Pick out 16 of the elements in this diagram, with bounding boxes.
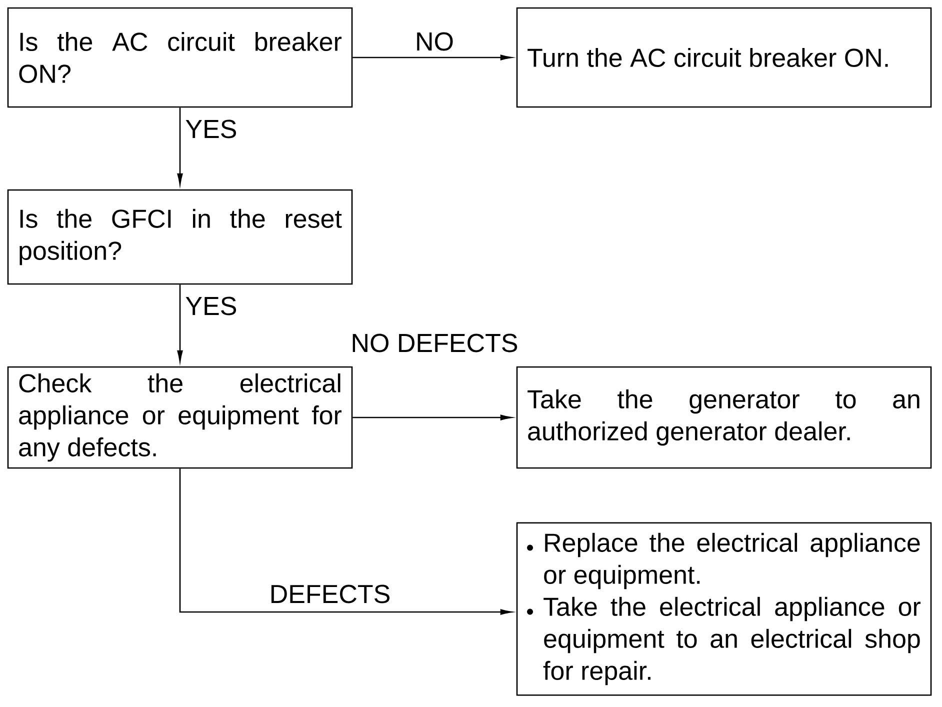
arrow (179, 468, 512, 615)
arrow (177, 108, 183, 185)
edge-label: NO (414, 31, 455, 52)
edge-label: NO DEFECTS (350, 332, 520, 354)
process-box: Replace the electrical appliance or equipment. Take the electrical appliance or equipment to an electrical shop for repair. (516, 522, 932, 696)
edge-label: YES (184, 118, 238, 140)
process-box: Check the electrical appliance or equipment for any defects. (7, 366, 353, 469)
edge-label: DEFECTS (268, 584, 392, 604)
process-box: Turn the AC circuit breaker ON. (516, 7, 932, 108)
edge-label: YES (184, 296, 238, 316)
decision-box: Is the AC circuit breaker ON? (7, 7, 353, 108)
arrow (352, 54, 512, 60)
decision-box: Is the GFCI in the reset position? (7, 189, 353, 285)
process-box: Take the generator to an authorized generator dealer. (516, 366, 932, 469)
arrow (352, 414, 512, 420)
arrow (177, 284, 183, 362)
